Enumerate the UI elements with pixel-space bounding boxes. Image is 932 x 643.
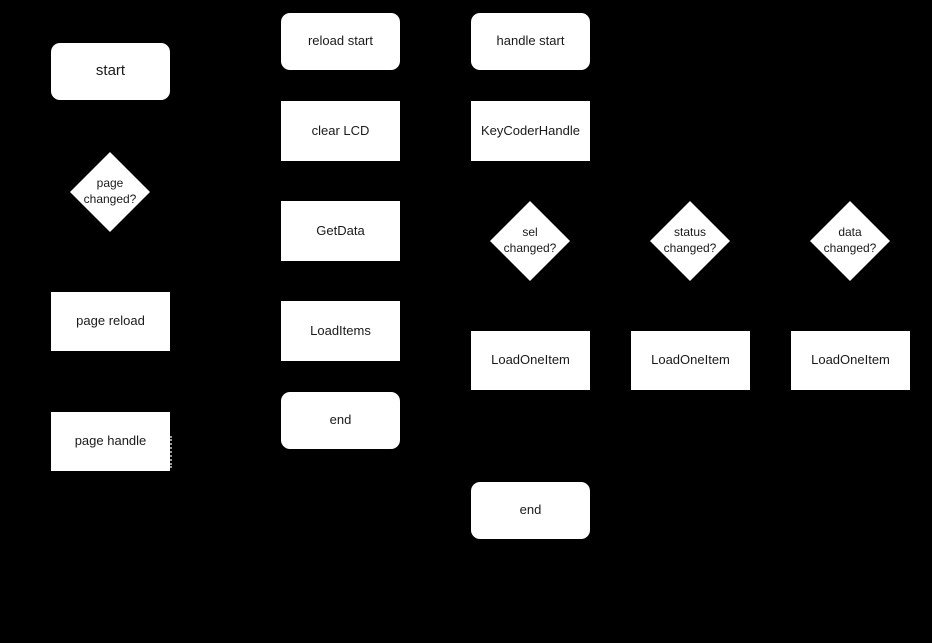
node-loaditems-label: LoadItems xyxy=(310,322,371,338)
node-handle-end[interactable]: end xyxy=(471,482,590,539)
node-loadoneitem-status-label: LoadOneItem xyxy=(651,352,730,368)
node-getdata-label: GetData xyxy=(316,222,365,238)
node-handle-start[interactable]: handle start xyxy=(471,13,590,70)
dashed-connector-fragment xyxy=(170,436,172,468)
node-loadoneitem-sel[interactable]: LoadOneItem xyxy=(471,331,590,390)
node-keycoderhandle[interactable]: KeyCoderHandle xyxy=(471,101,590,161)
node-reload-start-label: reload start xyxy=(307,33,374,49)
node-keycoderhandle-label: KeyCoderHandle xyxy=(480,122,580,138)
node-data-changed-decision[interactable]: data changed? xyxy=(810,201,890,281)
node-page-reload-label: page reload xyxy=(76,313,145,329)
node-reload-end[interactable]: end xyxy=(281,392,400,449)
node-sel-changed-label: sel changed? xyxy=(503,225,557,255)
node-start[interactable]: start xyxy=(51,43,170,100)
node-loadoneitem-data-label: LoadOneItem xyxy=(811,352,890,368)
node-data-changed-label: data changed? xyxy=(823,225,877,255)
node-sel-changed-decision[interactable]: sel changed? xyxy=(490,201,570,281)
node-loadoneitem-data[interactable]: LoadOneItem xyxy=(791,331,910,390)
node-start-label: start xyxy=(95,62,126,80)
node-reload-start[interactable]: reload start xyxy=(281,13,400,70)
node-page-changed-decision[interactable]: page changed? xyxy=(70,152,150,232)
node-status-changed-label: status changed? xyxy=(663,225,717,255)
node-status-changed-decision[interactable]: status changed? xyxy=(650,201,730,281)
node-loadoneitem-status[interactable]: LoadOneItem xyxy=(631,331,750,390)
node-clear-lcd-label: clear LCD xyxy=(311,122,370,138)
node-page-reload[interactable]: page reload xyxy=(51,292,170,351)
node-reload-end-label: end xyxy=(329,412,352,428)
node-handle-start-label: handle start xyxy=(496,33,565,49)
node-page-changed-label: page changed? xyxy=(83,176,137,206)
node-clear-lcd[interactable]: clear LCD xyxy=(281,101,400,161)
node-getdata[interactable]: GetData xyxy=(281,201,400,261)
node-handle-end-label: end xyxy=(519,502,542,518)
node-loadoneitem-sel-label: LoadOneItem xyxy=(491,352,570,368)
node-page-handle-label: page handle xyxy=(74,433,147,449)
node-loaditems[interactable]: LoadItems xyxy=(281,301,400,361)
node-page-handle[interactable]: page handle xyxy=(51,412,170,471)
